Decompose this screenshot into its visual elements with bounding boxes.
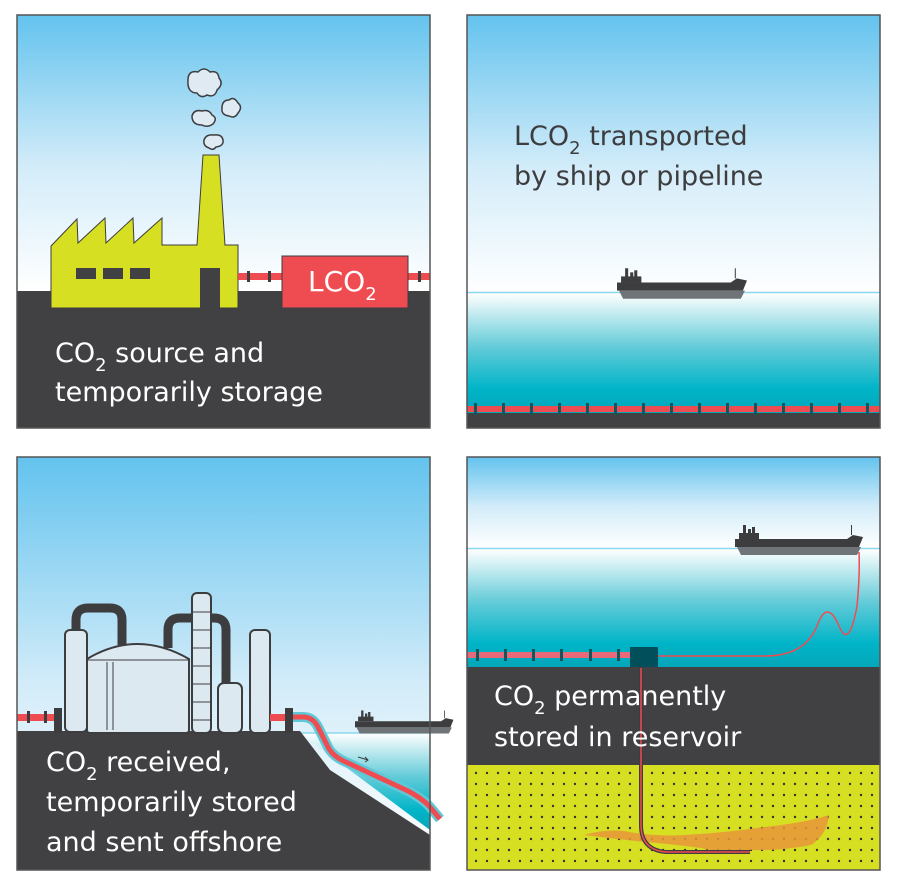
caption-line-3: and sent offshore	[46, 827, 282, 858]
pipe-joint	[726, 403, 729, 415]
riser	[657, 551, 860, 657]
ground	[17, 731, 430, 870]
panel-border	[466, 456, 881, 871]
caption-line-1: CO2 source and	[55, 338, 264, 376]
pipe-joint	[474, 403, 477, 415]
pipe-joint	[530, 403, 533, 415]
caption-line-2: stored in reservoir	[494, 722, 742, 753]
caption-line-2: by ship or pipeline	[514, 161, 763, 192]
panel-terminal: CO2 received, temporarily stored and sen…	[16, 456, 454, 871]
pipe-joint	[614, 403, 617, 415]
factory-icon	[50, 154, 239, 309]
pipe-joint	[558, 403, 561, 415]
panel-border	[16, 456, 431, 871]
caption-line-2: temporarily stored	[46, 787, 297, 818]
pipe-joint	[754, 403, 757, 415]
sky	[467, 15, 880, 293]
flow-arrow-icon	[357, 756, 369, 763]
pipe-joint	[642, 403, 645, 415]
facility-icon	[64, 592, 271, 734]
panel-co2-source: LCO2 CO2 source and temporarily storage	[16, 14, 431, 429]
pipe-joint	[698, 403, 701, 415]
pipe-joint	[838, 403, 841, 415]
pipe	[238, 271, 430, 282]
sky	[467, 457, 880, 548]
panel-reservoir: CO2 permanently stored in reservoir	[466, 456, 881, 871]
panel-transport: LCO2 transported by ship or pipeline	[466, 14, 881, 429]
pipeline	[467, 403, 880, 415]
pipe-joint	[866, 403, 869, 415]
pipe-joint	[586, 403, 589, 415]
subsea-manifold	[630, 647, 658, 667]
caption-line-1: LCO2 transported	[514, 121, 748, 159]
co2-plume	[584, 815, 829, 852]
pipe-joint	[782, 403, 785, 415]
caprock	[467, 667, 880, 765]
reservoir-rock	[467, 765, 880, 870]
pipeline	[467, 652, 632, 658]
panel-border	[466, 14, 881, 429]
seabed	[467, 413, 880, 428]
tank-label: LCO2	[308, 265, 377, 305]
smoke-clouds-icon	[187, 68, 242, 151]
panel-border	[16, 14, 431, 429]
sea	[467, 293, 880, 413]
factory-door	[200, 268, 220, 308]
pipe	[17, 708, 444, 823]
pipe-joint	[502, 403, 505, 415]
caption-line-1: CO2 permanently	[494, 681, 726, 719]
ground	[17, 291, 430, 428]
caption-line-1: CO2 received,	[46, 747, 231, 785]
factory-windows	[76, 268, 220, 308]
lco2-storage-tank	[281, 255, 409, 309]
pipe-joint	[670, 403, 673, 415]
sea	[467, 549, 880, 667]
pipe-joint	[810, 403, 813, 415]
caption-line-2: temporarily storage	[55, 377, 323, 408]
